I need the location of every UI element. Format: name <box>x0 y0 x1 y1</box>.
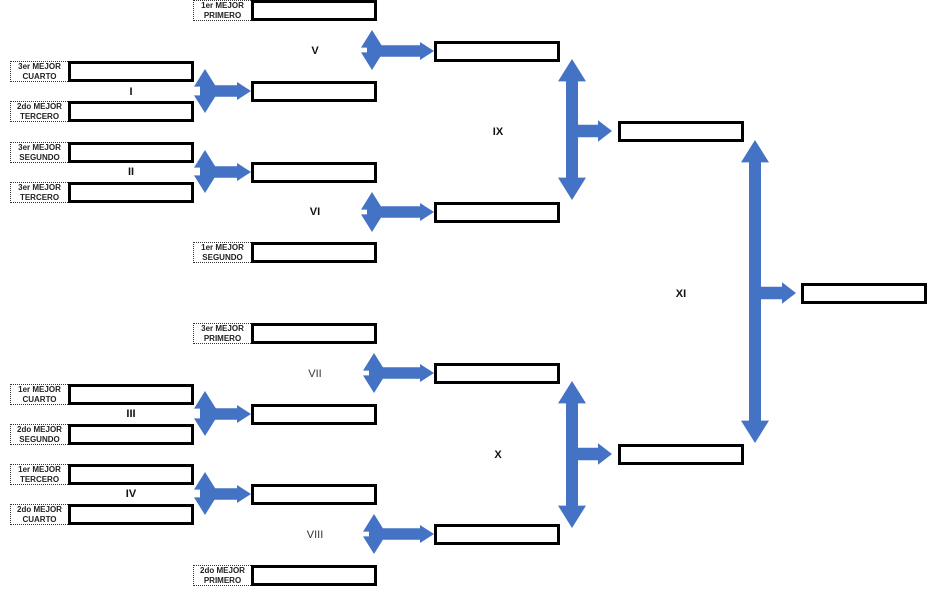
match-label: IV <box>125 488 137 500</box>
team-slot[interactable] <box>68 384 194 405</box>
team-slot[interactable] <box>68 504 194 525</box>
match-label: VI <box>309 206 321 218</box>
seed-rank: 3er MEJOR <box>18 183 61 192</box>
seed-rank: 2do MEJOR <box>17 505 62 514</box>
seed-rank: 2do MEJOR <box>17 102 62 111</box>
winner-slot-iii[interactable] <box>251 404 377 425</box>
winner-slot-viii[interactable] <box>434 524 560 545</box>
arrow-match-x <box>558 381 612 528</box>
match-label: II <box>127 166 135 178</box>
arrow-match-xi <box>741 140 796 443</box>
team-slot[interactable] <box>68 142 194 163</box>
team-slot[interactable] <box>68 424 194 445</box>
seed-group: CUARTO <box>22 72 57 81</box>
winner-slot-iv[interactable] <box>251 484 377 505</box>
seed-group: TERCERO <box>19 475 60 484</box>
seed-group: CUARTO <box>22 515 57 524</box>
team-slot[interactable] <box>251 242 377 263</box>
match-label: I <box>129 86 133 98</box>
match-label: X <box>494 449 502 461</box>
seed-group: PRIMERO <box>203 576 242 585</box>
seed-group: PRIMERO <box>203 11 242 20</box>
match-label: XI <box>675 288 687 300</box>
arrow-match-vii <box>363 353 434 393</box>
arrow-match-iv <box>194 472 251 515</box>
seed-rank: 2do MEJOR <box>17 425 62 434</box>
seed-rank: 3er MEJOR <box>201 324 244 333</box>
seed-group: TERCERO <box>19 112 60 121</box>
arrow-match-i <box>194 69 251 113</box>
team-slot[interactable] <box>68 101 194 122</box>
seed-rank: 3er MEJOR <box>18 62 61 71</box>
team-slot[interactable] <box>68 182 194 203</box>
arrow-match-v <box>361 30 434 70</box>
match-label: V <box>311 45 319 57</box>
team-slot[interactable] <box>251 0 377 21</box>
seed-group: CUARTO <box>22 395 57 404</box>
arrow-match-ix <box>558 59 612 200</box>
seed-group: SEGUNDO <box>19 435 60 444</box>
match-label: III <box>126 408 136 420</box>
seed-group: SEGUNDO <box>202 253 243 262</box>
team-slot[interactable] <box>68 61 194 82</box>
winner-slot-vii[interactable] <box>434 363 560 384</box>
seed-group: SEGUNDO <box>19 153 60 162</box>
match-label: VII <box>308 368 322 380</box>
arrow-match-ii <box>194 150 251 193</box>
winner-slot-i[interactable] <box>251 81 377 102</box>
winner-slot-ii[interactable] <box>251 162 377 183</box>
team-slot[interactable] <box>251 565 377 586</box>
winner-slot-v[interactable] <box>434 41 560 62</box>
arrow-match-vi <box>361 192 434 232</box>
seed-rank: 1er MEJOR <box>201 1 244 10</box>
seed-rank: 3er MEJOR <box>18 143 61 152</box>
seed-rank: 1er MEJOR <box>18 385 61 394</box>
winner-slot-ix[interactable] <box>618 121 744 142</box>
seed-rank: 2do MEJOR <box>200 566 245 575</box>
match-label: VIII <box>306 529 324 541</box>
champion-slot[interactable] <box>801 283 927 304</box>
team-slot[interactable] <box>251 323 377 344</box>
match-label: IX <box>492 126 504 138</box>
seed-group: TERCERO <box>19 193 60 202</box>
team-slot[interactable] <box>68 464 194 485</box>
seed-rank: 1er MEJOR <box>201 243 244 252</box>
seed-rank: 1er MEJOR <box>18 465 61 474</box>
seed-group: PRIMERO <box>203 334 242 343</box>
winner-slot-vi[interactable] <box>434 202 560 223</box>
winner-slot-x[interactable] <box>618 444 744 465</box>
arrow-match-iii <box>194 391 251 436</box>
arrow-match-viii <box>363 514 434 554</box>
